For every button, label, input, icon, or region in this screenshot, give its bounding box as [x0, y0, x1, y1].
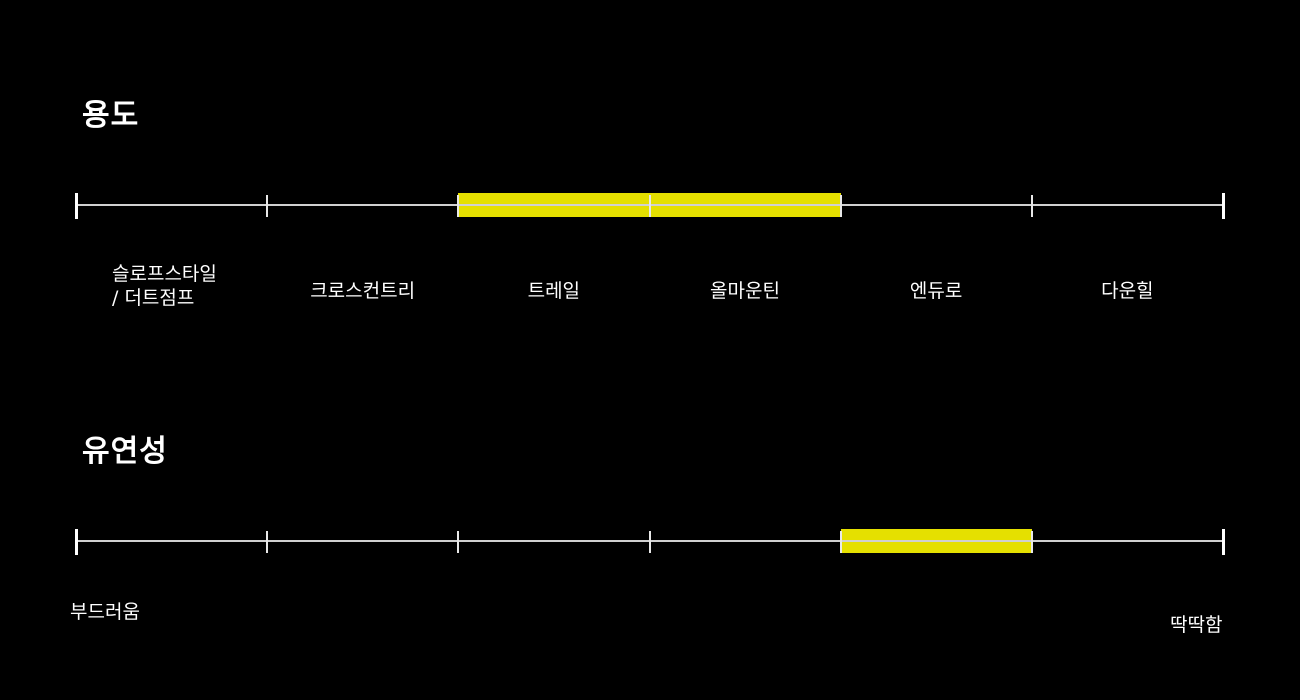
category-label: 다운힐 — [1101, 280, 1154, 302]
flex-max-label: 딱딱함 — [1170, 614, 1223, 636]
tick-mark — [266, 531, 269, 553]
category-label: 크로스컨트리 — [310, 280, 416, 302]
tick-mark — [457, 531, 460, 553]
tick-mark — [648, 531, 651, 553]
tick-mark — [74, 529, 78, 555]
category-label: 트레일 — [527, 280, 581, 302]
flex-min-label: 부드러움 — [70, 601, 140, 623]
category-label: 올마운틴 — [710, 280, 780, 302]
highlight-range — [840, 529, 1032, 553]
category-label: 엔듀로 — [909, 280, 963, 302]
tick-mark — [648, 195, 651, 217]
tick-mark — [839, 531, 842, 553]
tick-mark — [457, 195, 460, 217]
tick-mark — [1030, 531, 1033, 553]
tick-mark — [1221, 193, 1225, 219]
flex-title: 유연성 — [82, 434, 168, 469]
tick-mark — [1030, 195, 1033, 217]
tick-mark — [74, 193, 78, 219]
usage-title: 용도 — [82, 98, 140, 133]
tick-mark — [839, 195, 842, 217]
usage-scale — [74, 185, 1225, 225]
axis-line-overlay — [840, 540, 1032, 542]
category-label: 슬로프스타일/ 더트점프 — [112, 263, 217, 309]
tick-mark — [1221, 529, 1225, 555]
flex-scale — [74, 521, 1225, 561]
tick-mark — [266, 195, 269, 217]
